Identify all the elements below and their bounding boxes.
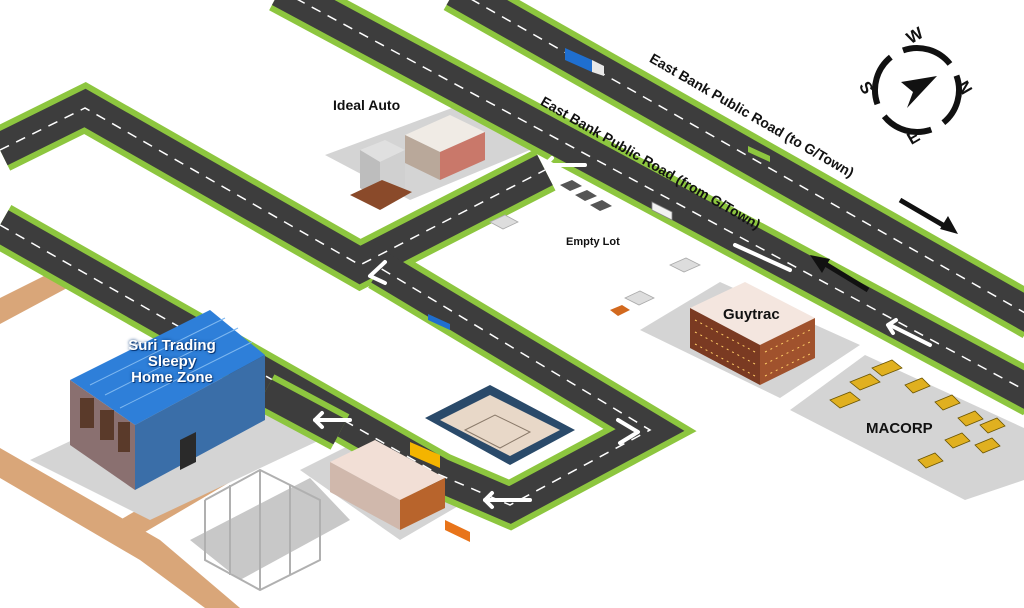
building-suri-trading	[70, 310, 265, 490]
empty-lot-crates	[489, 180, 701, 316]
truck-yellow	[410, 442, 440, 468]
van-white	[651, 201, 673, 221]
label-suri-line3: Home Zone	[131, 369, 213, 386]
label-empty-lot: Empty Lot	[566, 236, 620, 248]
steel-frame	[204, 468, 321, 592]
road-arrows	[313, 156, 932, 509]
label-suri-line2: Sleepy	[147, 353, 197, 370]
car-blue	[428, 314, 450, 330]
building-ideal-auto	[350, 115, 485, 210]
arrow-icon	[898, 197, 958, 234]
arrow-icon	[483, 491, 532, 509]
label-guytrac: Guytrac	[723, 306, 780, 323]
lot-macorp	[790, 355, 1024, 500]
arrow-icon	[616, 418, 640, 445]
arrow-icon	[368, 260, 387, 285]
arrow-icon	[313, 411, 352, 429]
label-suri-line1: Suri Trading	[128, 337, 216, 354]
arrow-icon	[810, 255, 870, 293]
building-shop	[330, 440, 445, 530]
traffic-direction-arrows	[810, 197, 958, 293]
arrow-icon	[886, 318, 932, 347]
arrow-icon	[543, 156, 587, 174]
car-green	[748, 146, 770, 162]
truck-blue	[565, 48, 604, 76]
building-guytrac	[690, 282, 815, 385]
foundation-slab	[425, 385, 575, 465]
truck-orange	[445, 520, 470, 542]
arrow-icon	[733, 243, 792, 272]
label-suri-trading: Suri Trading Sleepy Home Zone	[112, 338, 232, 386]
compass-icon	[872, 45, 962, 135]
macorp-equipment	[829, 359, 1006, 469]
roads	[0, 0, 1024, 531]
label-macorp: MACORP	[866, 420, 933, 437]
label-ideal-auto: Ideal Auto	[333, 97, 401, 113]
vehicles	[410, 48, 770, 542]
